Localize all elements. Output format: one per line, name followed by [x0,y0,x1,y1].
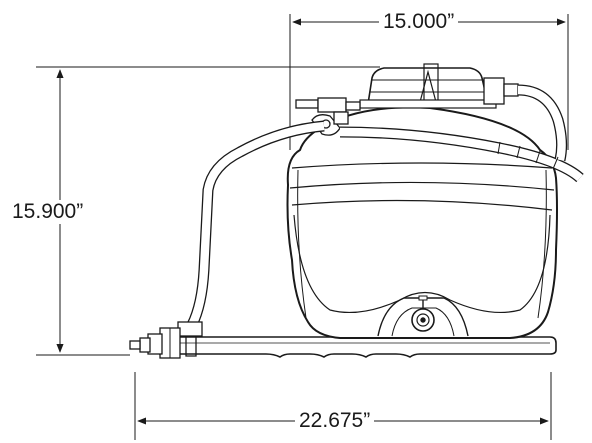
pump-fittings [295,77,519,136]
dimension-label-width-top: 15.000” [379,10,459,34]
hoses [187,84,584,328]
hose-connector [129,321,203,359]
tank-body [286,106,558,339]
tank-lid [359,63,497,109]
dimension-label-height-left: 15.900” [8,200,88,224]
dimension-label-width-bottom: 22.675” [295,409,375,433]
base-plate [159,336,557,358]
